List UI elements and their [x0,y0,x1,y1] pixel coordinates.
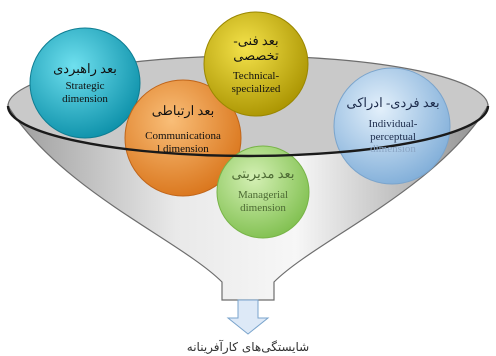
individual-en-line-1: Individual- [368,118,418,130]
strategic-fa-label: بعد راهبردی [53,61,117,76]
technical-en-label: Technical- specialized [206,70,306,95]
managerial-en-line-1: Managerial [237,189,289,201]
technical-en-line-2: specialized [231,82,281,95]
communication-circle [124,79,242,197]
individual-en-line-3: dimension [370,143,416,156]
communication-fa-label: بعد ارتباطی [151,103,215,118]
technical-fa-label: بعد فنی- تخصصی [206,33,306,64]
managerial-fa-label: بعد مدیریتی [231,166,295,181]
technical-fa-line-1: بعد فنی- [233,33,279,48]
strategic-en-line-2: dimension [62,92,108,105]
communication-en-label: Communicationa l dimension [133,130,233,155]
individual-en-label: Individual- perceptual dimension [338,118,448,156]
managerial-en-label: Managerial dimension [213,189,313,214]
technical-en-line-1: Technical- [232,70,280,82]
communication-en-line-2: l dimension [157,142,209,155]
funnel-rim-front [6,105,490,158]
individual-fa-label: بعد فردی- ادراکی [346,95,440,110]
strategic-en-line-1: Strategic [65,80,105,92]
individual-en-line-2: perceptual [370,130,416,143]
technical-circle [203,11,309,117]
strategic-circle [29,27,141,139]
funnel-caption: شایستگی‌های کارآفرینانه [186,340,310,354]
down-arrow-icon [226,299,270,335]
communication-en-line-1: Communicationa [145,130,221,142]
managerial-circle [216,145,310,239]
managerial-en-line-2: dimension [240,201,286,214]
technical-fa-line-2: تخصصی [233,47,279,63]
strategic-en-label: Strategic dimension [35,80,135,105]
individual-circle [333,67,451,185]
